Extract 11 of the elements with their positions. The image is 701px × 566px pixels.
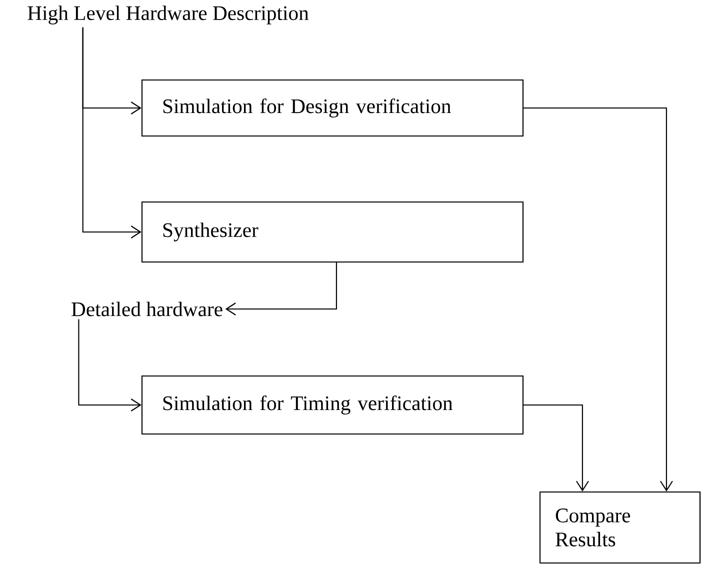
process-box: Simulation for Design verification [141, 79, 524, 137]
intermediate-text: Detailed hardware [72, 302, 222, 316]
result-box: Compare Results [539, 491, 701, 564]
arrow [225, 262, 337, 316]
arrow [524, 107, 673, 492]
process-box: Simulation for Timing verification [141, 375, 524, 435]
arrow [78, 319, 142, 412]
process-box: Synthesizer [141, 201, 524, 263]
arrow [82, 27, 142, 238]
heading-text: High Level Hardware Description [28, 6, 309, 24]
arrow [524, 404, 589, 492]
